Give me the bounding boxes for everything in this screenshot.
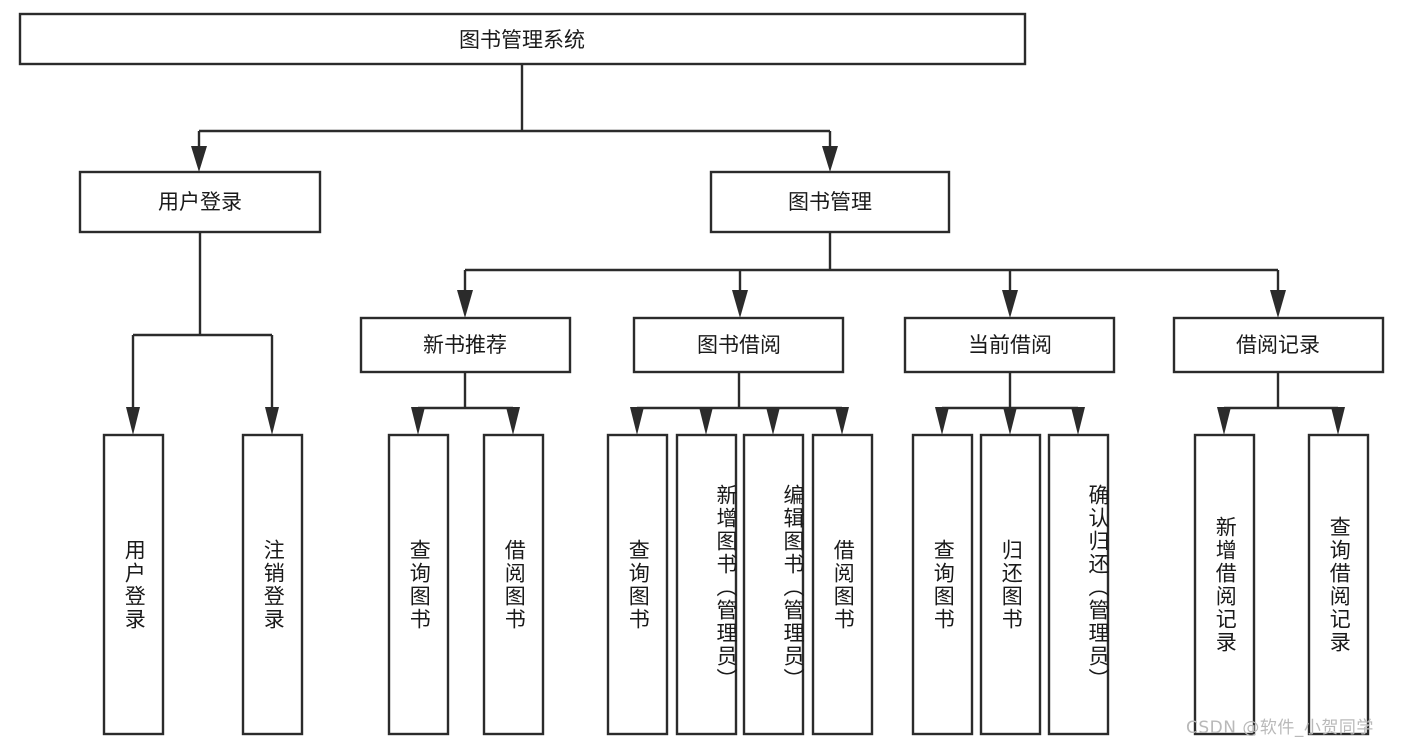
arrowhead-to-book-borrow [732, 290, 748, 318]
book-manage-box-rect [709, 170, 951, 234]
arrowhead-new-book-leaf-1 [411, 407, 425, 435]
arrowhead-user-login-leaf-1 [126, 407, 140, 435]
leaf-box-current-borrow-0[interactable] [911, 433, 974, 736]
leaf-box-book-borrow-2[interactable] [742, 433, 805, 736]
node-root[interactable]: 图书管理系统 [18, 12, 1027, 66]
arrowhead-current-borrow-leaf-3 [1071, 407, 1085, 435]
book-borrow-label: 图书借阅 [697, 333, 781, 357]
user-login-label: 用户登录 [158, 190, 242, 214]
arrowhead-book-borrow-leaf-2 [699, 407, 713, 435]
arrowhead-user-login-leaf-2 [265, 407, 279, 435]
arrowhead-new-book-leaf-2 [506, 407, 520, 435]
leaf-box-new-book-0[interactable] [387, 433, 450, 736]
root-box-rect [18, 12, 1027, 66]
arrowhead-current-borrow-leaf-1 [935, 407, 949, 435]
current-borrow-box-rect [903, 316, 1116, 374]
arrowhead-book-borrow-leaf-3 [766, 407, 780, 435]
new-book-box-rect [359, 316, 572, 374]
node-user-login[interactable]: 用户登录 [78, 170, 322, 234]
node-book-borrow[interactable]: 图书借阅 [632, 316, 845, 374]
leaf-box-new-book-1[interactable] [482, 433, 545, 736]
borrow-record-box-rect [1172, 316, 1385, 374]
node-new-book-recommend[interactable]: 新书推荐 [359, 316, 572, 374]
arrowhead-to-current-borrow [1002, 290, 1018, 318]
leaf-box-current-borrow-2[interactable] [1047, 433, 1110, 736]
node-current-borrow[interactable]: 当前借阅 [903, 316, 1116, 374]
arrowhead-book-borrow-leaf-4 [835, 407, 849, 435]
arrowhead-to-new-book [457, 290, 473, 318]
new-book-label: 新书推荐 [423, 333, 507, 357]
leaf-box-book-borrow-1[interactable] [675, 433, 738, 736]
borrow-record-label: 借阅记录 [1236, 333, 1320, 357]
book-manage-label: 图书管理 [788, 190, 872, 214]
arrowhead-to-user-login [191, 146, 207, 172]
arrowhead-to-borrow-record [1270, 290, 1286, 318]
leaf-box-user-login-1[interactable] [241, 433, 304, 736]
arrowhead-current-borrow-leaf-2 [1003, 407, 1017, 435]
book-borrow-box-rect [632, 316, 845, 374]
csdn-watermark: CSDN @软件_小贺同学 [1186, 718, 1374, 738]
node-book-manage[interactable]: 图书管理 [709, 170, 951, 234]
node-borrow-record[interactable]: 借阅记录 [1172, 316, 1385, 374]
leaf-box-borrow-record-0[interactable] [1193, 433, 1256, 736]
current-borrow-label: 当前借阅 [968, 333, 1052, 357]
leaf-box-borrow-record-1[interactable] [1307, 433, 1370, 736]
arrowhead-borrow-record-leaf-1 [1217, 407, 1231, 435]
leaf-box-book-borrow-3[interactable] [811, 433, 874, 736]
arrowhead-to-book-manage [822, 146, 838, 172]
root-label: 图书管理系统 [459, 28, 585, 52]
arrowhead-book-borrow-leaf-1 [630, 407, 644, 435]
leaf-box-book-borrow-0[interactable] [606, 433, 669, 736]
leaf-box-current-borrow-1[interactable] [979, 433, 1042, 736]
arrowhead-borrow-record-leaf-2 [1331, 407, 1345, 435]
leaf-box-user-login-0[interactable] [102, 433, 165, 736]
